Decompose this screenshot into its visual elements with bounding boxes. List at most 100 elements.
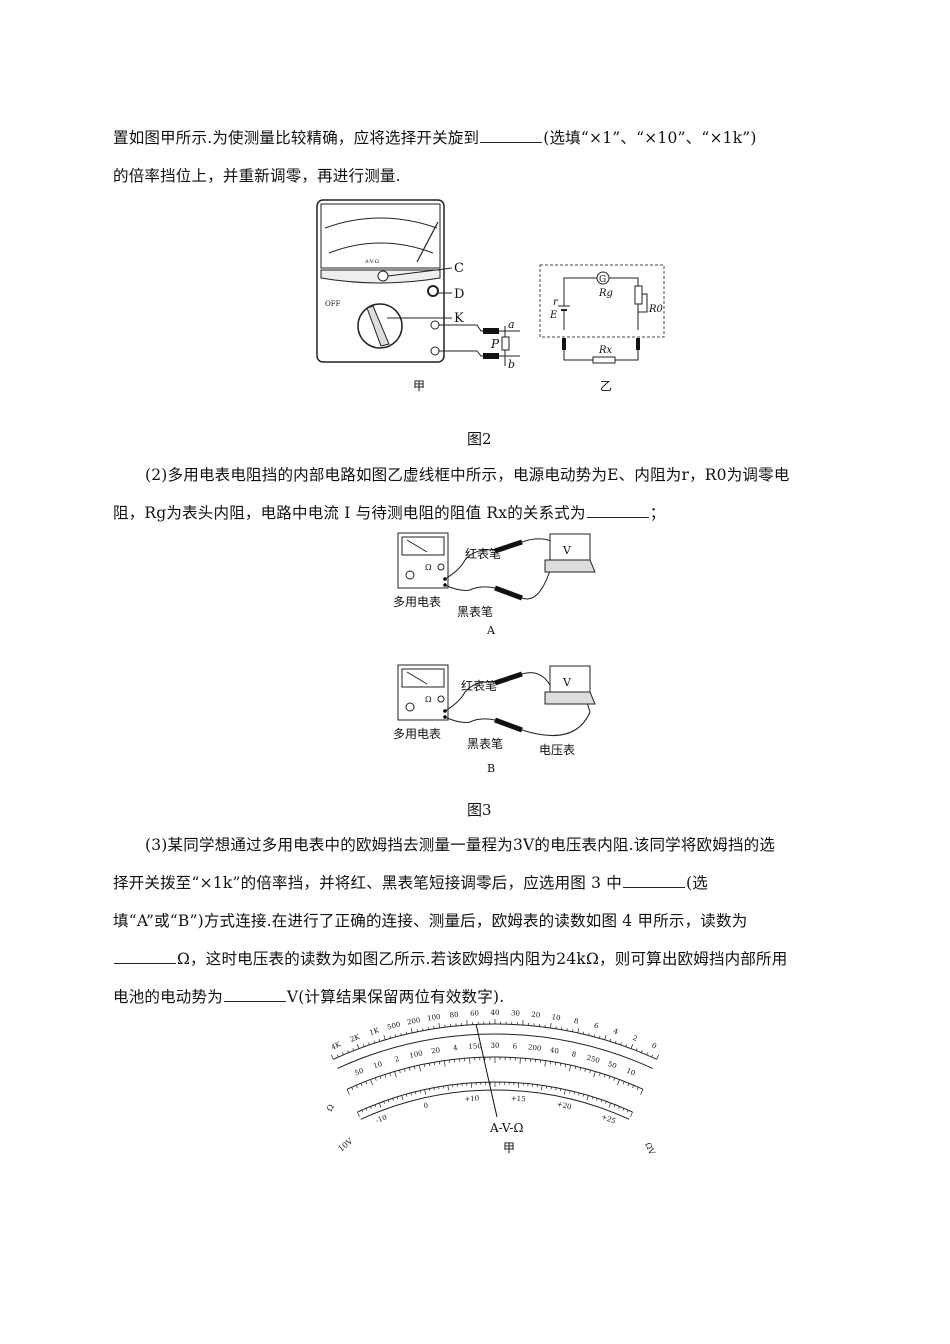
scale-tick (599, 1035, 601, 1039)
scale-tick (636, 1087, 639, 1091)
scale-tick (599, 1072, 601, 1076)
answer-blank[interactable] (586, 505, 649, 518)
scale-label: 10 (551, 1013, 561, 1022)
dial-label: A-V-Ω (489, 1121, 523, 1135)
adjust-screw-c[interactable] (377, 270, 389, 282)
scale-tick (617, 1079, 620, 1086)
scale-tick (396, 1096, 399, 1100)
q3-line-2: 择开关拨至“×1k”的倍率挡，并将红、黑表笔短接调零后，应选用图 3 中(选 (113, 871, 708, 893)
figure-2-multimeter: A-V-Ω OFF C D K P a b 甲 G r E Rg R0 Rx 乙 (316, 199, 665, 393)
scale-label: 150 (468, 1042, 482, 1051)
scale-tick (378, 1102, 382, 1108)
scale-label: 2 (632, 1034, 639, 1043)
scale-tick (433, 1062, 436, 1066)
scale-tick (370, 1106, 372, 1109)
scale-tick (588, 1032, 590, 1036)
scale-tick (418, 1065, 421, 1072)
scale-label: 50 (354, 1067, 365, 1078)
scale-label: 4K (330, 1040, 343, 1052)
scale-tick (419, 1090, 421, 1094)
label-d: D (454, 287, 464, 302)
answer-blank[interactable] (223, 989, 286, 1002)
scale-tick (582, 1031, 585, 1035)
scale-tick (578, 1092, 580, 1096)
scale-label: 2K (349, 1033, 362, 1044)
scale-tick (374, 1077, 377, 1081)
scale-tick (596, 1098, 598, 1101)
scale-tick (399, 1069, 401, 1074)
q2-line-2: 阻，Rg为表头内阻，电路中电流 I 与待测电阻的阻值 Rx的关系式为； (113, 501, 665, 523)
scale-tick (423, 1064, 426, 1068)
scale-tick (400, 1032, 402, 1036)
q1-options: (选填“×1”、“×10”、“×1k”) (543, 129, 757, 147)
scale-tick (346, 1089, 350, 1095)
scale-tick (544, 1060, 547, 1067)
ohm-label: Ω (425, 695, 432, 704)
scale-tick (383, 1101, 385, 1104)
scale-label: 100 (409, 1049, 424, 1060)
scale-label: 6 (593, 1022, 600, 1031)
scale-label: 10 (372, 1060, 383, 1070)
scale-tick (389, 1072, 391, 1076)
scale-tick (559, 1063, 562, 1067)
pointer-needle (475, 1023, 498, 1118)
scale-tick (593, 1071, 596, 1078)
scale-tick (428, 1063, 431, 1067)
scale-tick (410, 1092, 412, 1096)
scale-tick (608, 1076, 611, 1080)
scale-label: 10 (625, 1067, 636, 1078)
scale-tick (630, 1111, 633, 1117)
scale-tick (577, 1027, 580, 1034)
q3-text: 电池的电动势为 (113, 988, 223, 1006)
scale-tick (618, 1106, 620, 1109)
label-e: E (549, 310, 558, 321)
scale-tick (641, 1050, 643, 1053)
scale-tick (613, 1104, 616, 1108)
scale-tick (351, 1087, 354, 1091)
scale-tick (413, 1066, 416, 1070)
q1-line-2: 的倍率挡位上，并重新调零，再进行测量. (113, 167, 401, 185)
answer-blank[interactable] (114, 951, 176, 964)
scale-tick (394, 1071, 397, 1078)
scale-tick (627, 1083, 630, 1087)
scale-label: 40 (549, 1046, 559, 1055)
scale-tick (609, 1038, 612, 1042)
scale-label: 8 (571, 1050, 577, 1059)
voltmeter-v: V (562, 676, 572, 689)
scale-tick (591, 1096, 594, 1100)
scale-tick (410, 1027, 413, 1034)
scale-label: 0 (650, 1042, 657, 1051)
scale-end-label: Ω (325, 1102, 336, 1113)
scale-tick (646, 1052, 648, 1055)
scale-tick (614, 1040, 617, 1044)
scale-tick (438, 1022, 440, 1029)
scale-end-label: 10V (337, 1136, 355, 1153)
scale-tick (409, 1067, 411, 1071)
scale-tick (613, 1077, 616, 1081)
scale-tick (387, 1099, 390, 1103)
scale-tick (600, 1099, 603, 1103)
scale-label: 30 (491, 1042, 500, 1050)
q3-text: 择开关拨至“×1k”的倍率挡，并将红、黑表笔短接调零后，应选用图 3 中 (113, 874, 623, 892)
scale-arc (337, 1033, 653, 1069)
scale-label: 20 (531, 1011, 541, 1020)
scale-tick (379, 1076, 382, 1080)
label-rg: Rg (598, 288, 613, 299)
q2-line-1: (2)多用电表电阻挡的内部电路如图乙虚线框中所示，电源电动势为E、内阻为r，R0… (145, 466, 790, 484)
scale-label: 6 (512, 1042, 517, 1050)
scale-label: 4 (453, 1044, 459, 1052)
dial-label: A-V-Ω (364, 259, 379, 265)
sub-caption-jia: 甲 (413, 379, 425, 393)
scale-tick (405, 1094, 408, 1097)
scale-tick (392, 1098, 394, 1101)
label-r0: R0 (648, 304, 664, 315)
scale-tick (389, 1035, 391, 1039)
scale-label: 30 (511, 1009, 520, 1017)
option-a-label: A (486, 624, 496, 637)
knob-d[interactable] (427, 285, 439, 297)
answer-blank[interactable] (480, 130, 543, 143)
answer-blank[interactable] (623, 875, 686, 888)
q3-line-1: (3)某同学想通过多用电表中的欧姆挡去测量一量程为3V的电压表内阻.该同学将欧姆… (145, 836, 776, 854)
multimeter-label: 多用电表 (393, 595, 441, 609)
